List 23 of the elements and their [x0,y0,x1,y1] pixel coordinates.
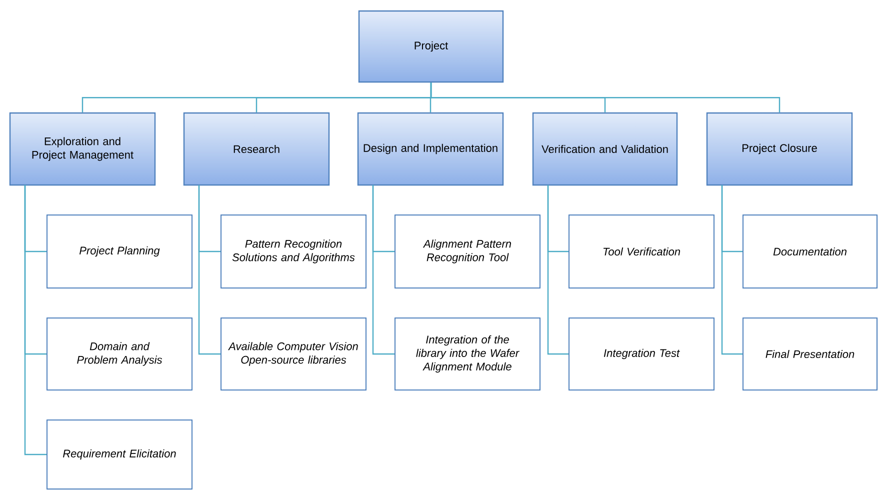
task-box: Integration of the library into the Wafer Alignment Module [394,318,540,390]
task-box: Final Presentation [742,318,878,390]
connector-line [721,185,742,355]
phase-box: Research [183,112,330,186]
project-box: Project [358,10,504,83]
connector-line [198,185,220,355]
task-box: Requirement Elicitation [46,420,192,490]
task-box: Alignment Pattern Recognition Tool [394,214,540,288]
connector-line [372,185,394,355]
phase-box: Verification and Validation [532,112,678,186]
task-box: Pattern Recognition Solutions and Algorithms [220,214,366,288]
task-box: Project Planning [46,214,192,288]
task-box: Tool Verification [568,214,714,288]
connector-line [430,82,780,112]
phase-box: Exploration and Project Management [9,112,156,186]
task-box: Available Computer Vision Open-source libraries [220,318,366,390]
phase-box: Project Closure [706,112,853,186]
task-box: Integration Test [568,318,714,390]
connector-line [547,185,568,355]
task-box: Documentation [742,214,878,288]
connector-line [24,185,46,456]
task-box: Domain and Problem Analysis [46,318,192,390]
phase-box: Design and Implementation [357,112,504,186]
